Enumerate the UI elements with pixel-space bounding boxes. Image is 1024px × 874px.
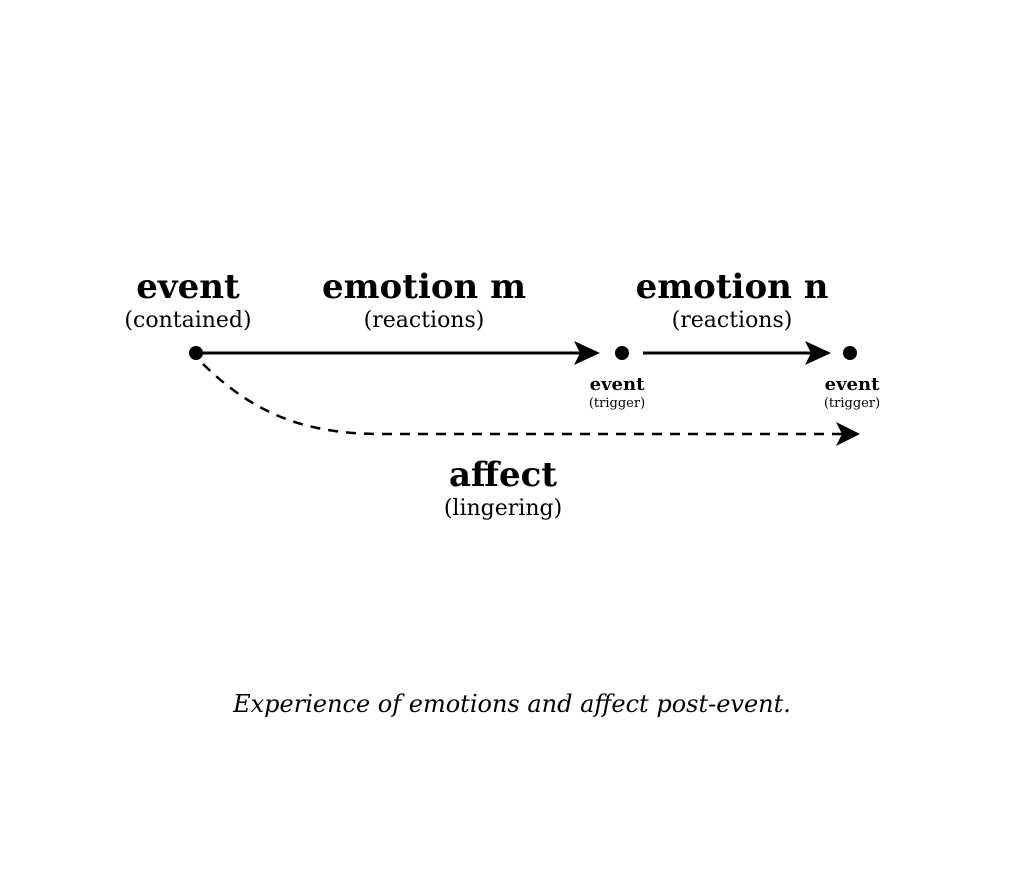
emotion-n-arrowhead (805, 341, 831, 365)
emotion-m-note: (reactions) (363, 308, 485, 333)
emotion-m-arrowhead (574, 341, 600, 365)
trigger-1-title: event (589, 374, 645, 395)
emotion-n-title: emotion n (635, 267, 829, 307)
affect-arrowhead (836, 422, 860, 446)
event-start-title: event (136, 267, 240, 307)
affect-note: (lingering) (443, 496, 563, 521)
trigger-2-title: event (824, 374, 880, 395)
figure-caption: Experience of emotions and affect post-e… (233, 690, 791, 718)
event-start-note: (contained) (124, 308, 252, 333)
trigger-2-node (843, 346, 857, 360)
trigger-1-note: (trigger) (588, 396, 646, 411)
trigger-1-node (615, 346, 629, 360)
affect-dashed-arrow (202, 363, 843, 436)
emotion-m-title: emotion m (321, 267, 527, 307)
trigger-2-note: (trigger) (823, 396, 881, 411)
affect-title: affect (449, 455, 557, 495)
emotion-n-note: (reactions) (671, 308, 793, 333)
